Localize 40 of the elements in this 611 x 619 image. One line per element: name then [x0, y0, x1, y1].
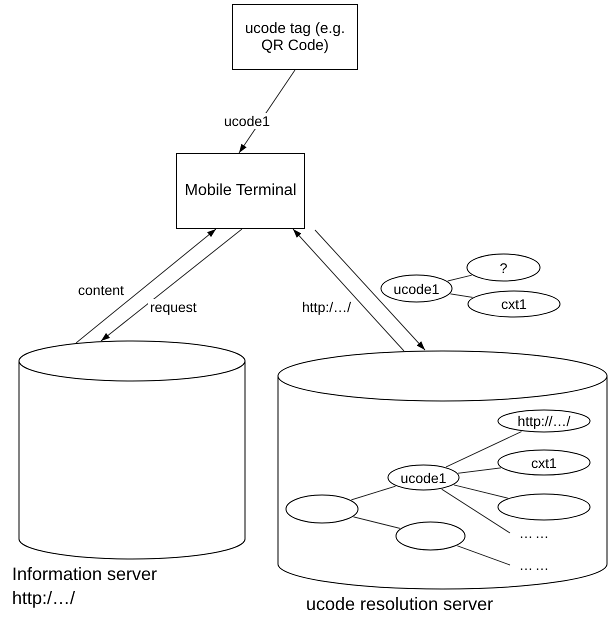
ellipse-node	[467, 290, 561, 318]
node-label: ?	[500, 260, 508, 276]
ellipse-node	[285, 494, 359, 524]
arrow	[100, 228, 242, 342]
connector-line	[353, 516, 400, 529]
node-label: http://…/	[518, 413, 570, 429]
connector-line	[441, 488, 510, 534]
process-box	[176, 153, 305, 229]
connector-line	[458, 467, 502, 474]
connector-line	[446, 431, 522, 468]
ellipse-node	[395, 521, 466, 551]
edge-label: request	[148, 299, 199, 315]
process-box	[232, 4, 358, 70]
connector-line	[447, 274, 472, 282]
node-label: cxt1	[501, 296, 527, 312]
ellipse-node	[387, 464, 460, 491]
server-label: http:/…/	[12, 588, 76, 609]
ellipse-node	[497, 409, 591, 433]
node-label: ucode1	[400, 470, 446, 486]
arrow	[314, 230, 426, 350]
connector-line	[453, 484, 508, 499]
ellipse-node	[380, 274, 453, 303]
box-label: ucode tag (e.g. QR Code)	[244, 20, 346, 54]
edge-label: ucode1	[222, 113, 272, 129]
box-label: Mobile Terminal	[184, 182, 298, 200]
arrow	[292, 228, 404, 352]
ellipse-node	[466, 253, 541, 282]
ellipse-node	[497, 493, 591, 521]
ellipse-node	[497, 449, 591, 476]
connector-line	[456, 545, 510, 566]
server-label: Information server	[12, 564, 158, 585]
connector-line	[450, 293, 474, 298]
edge-label: http:/…/	[300, 299, 354, 315]
node-label: ucode1	[394, 280, 440, 296]
connector-line	[350, 486, 396, 500]
ellipsis-text: ……	[519, 557, 551, 573]
server-label: ucode resolution server	[306, 594, 494, 615]
node-label: cxt1	[531, 454, 557, 470]
ellipsis-text: ……	[519, 525, 551, 541]
arrow	[76, 228, 216, 344]
